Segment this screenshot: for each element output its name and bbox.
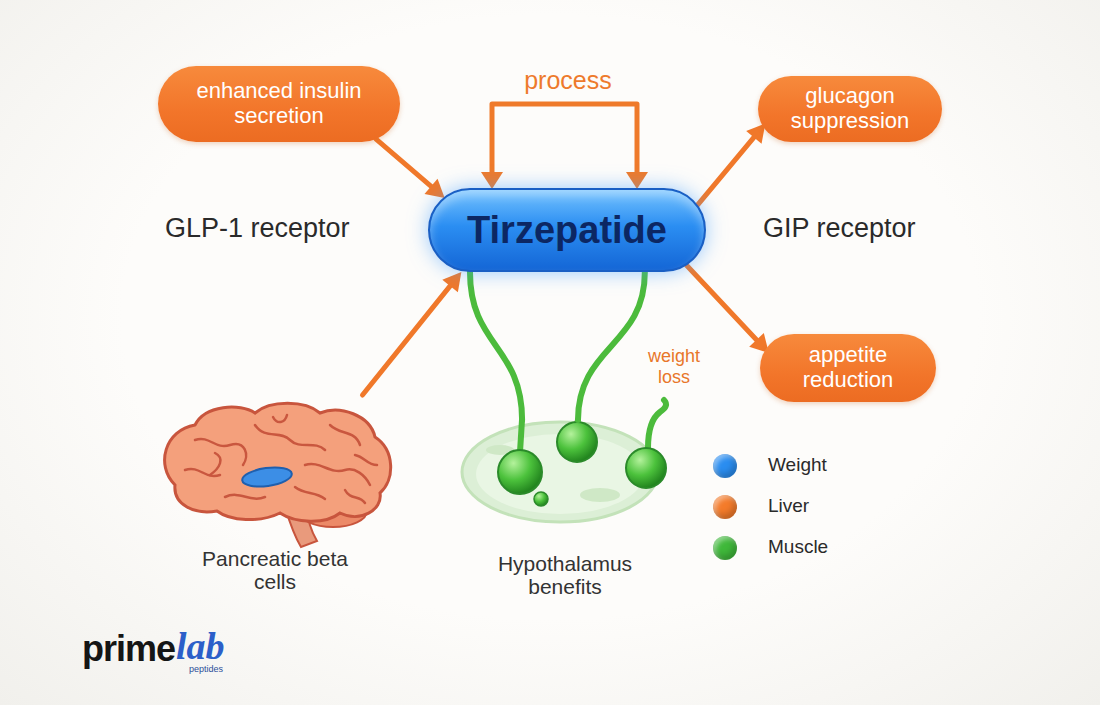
node-text: Tirzepatide: [467, 209, 667, 252]
cell-ball: [557, 422, 597, 462]
legend-swatch: [713, 495, 737, 519]
brain-illustration: [165, 403, 391, 547]
drug-pill: Tirzepatide: [428, 188, 706, 272]
connector-line: [687, 265, 760, 343]
loop-head: [626, 172, 648, 189]
logo-word: prime: [82, 628, 175, 670]
brain-folds: [185, 415, 377, 503]
connector: [363, 272, 462, 395]
legend-swatch: [713, 536, 737, 560]
connector: [578, 272, 645, 420]
cell-ball: [626, 448, 666, 488]
effect-pill: enhanced insulin secretion: [158, 66, 400, 142]
legend-text: Weight: [768, 454, 827, 476]
loop-label: process: [500, 66, 636, 95]
node-text: Pancreatic beta cells: [185, 547, 365, 594]
cell-ball: [534, 492, 548, 506]
legend-text: Muscle: [768, 536, 828, 558]
connector-line: [698, 134, 757, 205]
effect-pill: appetite reduction: [760, 334, 936, 402]
legend-text: Liver: [768, 495, 809, 517]
cell-figure: Hypothalamus benefits: [455, 420, 675, 605]
process-loop: [481, 104, 648, 189]
connector: [698, 124, 766, 205]
node-text: glucagon suppression: [778, 84, 922, 134]
effect-pill: glucagon suppression: [758, 76, 942, 142]
dish-spot: [580, 488, 620, 502]
connector: [687, 265, 769, 353]
highlight-region: [241, 465, 293, 490]
receptor-label: GIP receptor: [763, 213, 916, 244]
node-text: appetite reduction: [780, 343, 916, 393]
edge-label: weight loss: [638, 346, 710, 387]
connector: [470, 272, 522, 420]
brain-figure: Pancreatic beta cells: [150, 395, 400, 600]
connector-line: [578, 272, 645, 420]
cell-ball: [498, 450, 542, 494]
receptor-label: GLP-1 receptor: [165, 213, 350, 244]
logo-word: lab: [176, 624, 225, 668]
node-text: Hypothalamus benefits: [475, 552, 655, 599]
arrow-head: [442, 272, 461, 292]
brain-outline: [165, 403, 391, 521]
connector-line: [363, 283, 453, 395]
loop-line: [492, 104, 637, 174]
connector-line: [470, 272, 522, 420]
loop-head: [481, 172, 503, 189]
arrow-head: [425, 179, 445, 198]
connector-line: [376, 139, 434, 189]
connector: [376, 139, 445, 198]
cell-dish: [462, 400, 666, 522]
legend-swatch: [713, 454, 737, 478]
logo-tagline: peptides: [189, 664, 223, 674]
node-text: enhanced insulin secretion: [178, 79, 380, 129]
